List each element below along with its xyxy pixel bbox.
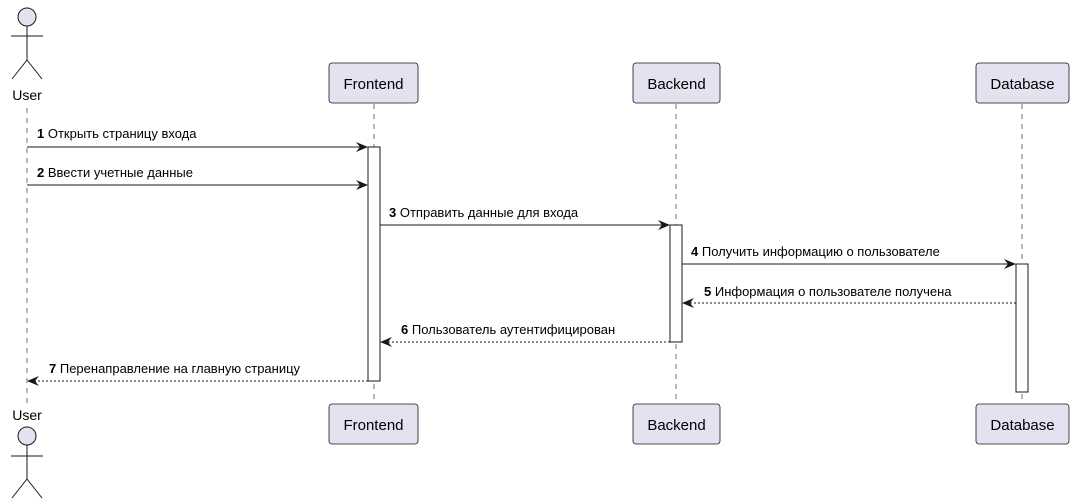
- participant-frontend-bottom: Frontend: [328, 403, 419, 445]
- participant-backend-bottom: Backend: [632, 403, 721, 445]
- activation-frontend: [367, 146, 381, 382]
- activation-backend: [669, 224, 683, 343]
- message-2: 2 Ввести учетные данные: [27, 165, 368, 190]
- participant-database-bottom: Database: [975, 403, 1070, 445]
- participant-name: Frontend: [343, 417, 403, 434]
- activation-database: [1015, 263, 1029, 393]
- actor-name: User: [12, 407, 42, 423]
- actor-figure-icon: [11, 7, 43, 80]
- message-7: 7 Перенаправление на главную страницу: [27, 361, 368, 386]
- message-4: 4 Получить информацию о пользователе: [682, 244, 1016, 269]
- message-3: 3 Отправить данные для входа: [380, 205, 670, 230]
- message-label: 5 Информация о пользователе получена: [704, 284, 952, 299]
- actor-name: User: [12, 87, 42, 103]
- participant-name: Backend: [647, 76, 705, 93]
- message-6: 6 Пользователь аутентифицирован: [380, 322, 670, 347]
- participant-frontend-top: Frontend: [328, 62, 419, 104]
- participant-backend-top: Backend: [632, 62, 721, 104]
- message-label: 4 Получить информацию о пользователе: [691, 244, 940, 259]
- message-label: 6 Пользователь аутентифицирован: [401, 322, 615, 337]
- message-label: 2 Ввести учетные данные: [37, 165, 193, 180]
- participant-name: Database: [990, 76, 1054, 93]
- participant-name: Database: [990, 417, 1054, 434]
- activations: [367, 146, 1029, 393]
- message-label: 7 Перенаправление на главную страницу: [49, 361, 301, 376]
- message-label: 3 Отправить данные для входа: [389, 205, 579, 220]
- participant-name: Backend: [647, 417, 705, 434]
- actor-user-bottom: User: [11, 407, 43, 499]
- message-1: 1 Открыть страницу входа: [27, 126, 368, 152]
- message-label: 1 Открыть страницу входа: [37, 126, 197, 141]
- message-5: 5 Информация о пользователе получена: [682, 284, 1016, 308]
- participant-name: Frontend: [343, 76, 403, 93]
- participant-database-top: Database: [975, 62, 1070, 104]
- actor-user-top: User: [11, 7, 43, 103]
- actor-figure-icon: [11, 426, 43, 499]
